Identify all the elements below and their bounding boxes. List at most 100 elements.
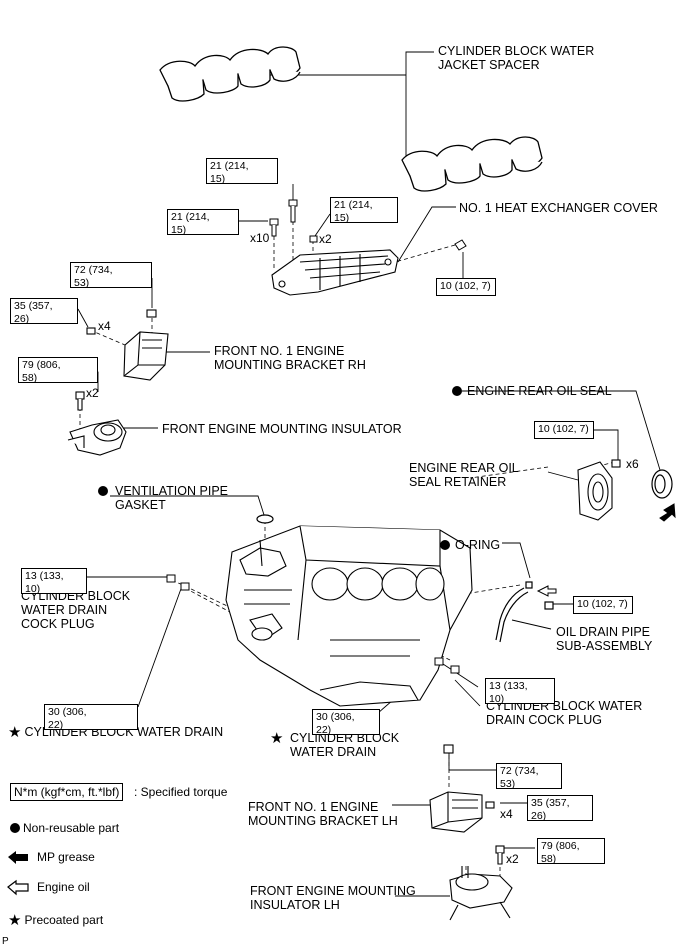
torque-box-13b: 13 (133,10) [485, 678, 555, 704]
torque-box-10a: 10 (102, 7) [436, 278, 496, 296]
precoated-icon: ★ [8, 912, 22, 929]
mp-grease-icon [8, 851, 28, 864]
label-heat-exchanger-cover: NO. 1 HEAT EXCHANGER COVER [459, 201, 658, 215]
precoated-icon: ★ [8, 724, 22, 741]
torque-box-79a: 79 (806,58) [18, 357, 98, 383]
ventilation-gasket [256, 514, 274, 524]
torque-value: 79 (806, [541, 840, 580, 852]
torque-value-cont: 53) [74, 277, 90, 288]
torque-value: 21 (214, [334, 199, 373, 211]
qty-x2-top: x2 [319, 232, 332, 246]
torque-box-21a: 21 (214,15) [206, 158, 278, 184]
label-bracket-rh: FRONT NO. 1 ENGINE MOUNTING BRACKET RH [214, 344, 366, 372]
rear-oil-seal [651, 469, 673, 499]
label-o-ring-text: O-RING [455, 538, 501, 552]
torque-value-cont: 58) [22, 372, 38, 383]
non-reusable-icon [452, 386, 462, 396]
label-water-drain-center-text: CYLINDER BLOCK WATER DRAIN [290, 731, 400, 759]
torque-value-cont: 22) [48, 719, 64, 730]
label-rear-oil-seal-retainer: ENGINE REAR OIL SEAL RETAINER [409, 461, 519, 489]
torque-value: 21 (214, [171, 211, 210, 223]
label-water-drain-center: ★ CYLINDER BLOCK WATER DRAIN [270, 731, 399, 759]
mp-grease-arrow [659, 503, 676, 522]
bracket-rh [86, 309, 169, 381]
torque-value-cont: 15) [171, 224, 187, 235]
torque-value-cont: 22) [316, 724, 332, 735]
torque-value: 13 (133, [25, 570, 64, 582]
torque-value: 72 (734, [500, 765, 539, 777]
heat-exchanger-cover [271, 249, 399, 296]
rear-oil-seal-retainer [577, 459, 621, 521]
insulator-rh [67, 391, 127, 456]
torque-value-cont: 15) [334, 212, 350, 223]
torque-value-cont: 10) [25, 583, 41, 594]
torque-box-21b: 21 (214,15) [167, 209, 239, 235]
engine-oil-icon [7, 879, 29, 896]
torque-box-72a: 72 (734,53) [70, 262, 152, 288]
label-insulator-lh: FRONT ENGINE MOUNTING INSULATOR LH [250, 884, 416, 912]
torque-value: 10 (102, 7) [577, 598, 628, 610]
label-rear-oil-seal: ENGINE REAR OIL SEAL [452, 384, 612, 398]
torque-value-cont: 10) [489, 693, 505, 704]
qty-x6: x6 [626, 457, 639, 471]
qty-x2-lh: x2 [506, 852, 519, 866]
legend-engine-oil: Engine oil [37, 880, 90, 894]
oil-drain-pipe [495, 581, 554, 643]
torque-value: 30 (306, [48, 706, 87, 718]
torque-value-cont: 26) [14, 313, 30, 324]
torque-box-21c: 21 (214,15) [330, 197, 398, 223]
torque-value: 35 (357, [14, 300, 53, 312]
legend-precoated: ★Precoated part [8, 913, 103, 928]
label-bracket-lh: FRONT NO. 1 ENGINE MOUNTING BRACKET LH [248, 800, 398, 828]
torque-box-35b: 35 (357,26) [527, 795, 593, 821]
engine-oil-arrow [536, 585, 557, 597]
label-insulator: FRONT ENGINE MOUNTING INSULATOR [162, 422, 402, 436]
non-reusable-icon [98, 486, 108, 496]
label-oil-drain-pipe: OIL DRAIN PIPE SUB-ASSEMBLY [556, 625, 653, 653]
label-water-jacket-spacer: CYLINDER BLOCK WATER JACKET SPACER [438, 44, 595, 72]
non-reusable-icon [440, 540, 450, 550]
engine-block [225, 525, 473, 707]
torque-box-13a: 13 (133,10) [21, 568, 87, 594]
qty-x10: x10 [250, 231, 270, 245]
insulator-lh [449, 845, 513, 921]
legend-precoated-text: Precoated part [24, 913, 104, 927]
torque-box-35a: 35 (357,26) [10, 298, 78, 324]
torque-value: 35 (357, [531, 797, 570, 809]
torque-box-79b: 79 (806,58) [537, 838, 605, 864]
qty-x2-rh: x2 [86, 386, 99, 400]
bracket-lh [429, 744, 495, 833]
torque-box-30b: 30 (306,22) [312, 709, 380, 735]
torque-box-10b: 10 (102, 7) [534, 421, 594, 439]
leader-lines [77, 51, 661, 897]
torque-value: 13 (133, [489, 680, 528, 692]
legend-mp-grease: MP grease [37, 850, 95, 864]
torque-value: 72 (734, [74, 264, 113, 276]
torque-value-cont: 58) [541, 853, 557, 864]
legend-non-reusable-text: Non-reusable part [23, 821, 120, 835]
torque-value: 79 (806, [22, 359, 61, 371]
label-o-ring: O-RING [440, 538, 500, 552]
page-code: P [2, 936, 9, 947]
legend-torque-box: N*m (kgf*cm, ft.*lbf) [10, 783, 124, 801]
drain-plugs [166, 574, 460, 674]
bolts-top [269, 199, 467, 251]
water-jacket-spacer-top [159, 46, 301, 102]
torque-value: 30 (306, [316, 711, 355, 723]
legend-torque-text: : Specified torque [134, 785, 228, 799]
water-jacket-spacer-bottom [401, 136, 543, 192]
label-ventilation-gasket-text: VENTILATION PIPE GASKET [115, 484, 228, 512]
torque-value-cont: 15) [210, 173, 226, 184]
torque-value: 10 (102, 7) [538, 423, 589, 435]
label-ventilation-gasket: VENTILATION PIPE GASKET [98, 484, 228, 512]
qty-x4-rh: x4 [98, 319, 111, 333]
torque-box-72b: 72 (734,53) [496, 763, 562, 789]
torque-box-10c: 10 (102, 7) [573, 596, 633, 614]
precoated-icon: ★ [270, 730, 284, 747]
torque-value-cont: 26) [531, 810, 547, 821]
label-rear-oil-seal-text: ENGINE REAR OIL SEAL [467, 384, 612, 398]
qty-x4-lh: x4 [500, 807, 513, 821]
label-drain-cock-plug-left: CYLINDER BLOCK WATER DRAIN COCK PLUG [21, 589, 131, 631]
